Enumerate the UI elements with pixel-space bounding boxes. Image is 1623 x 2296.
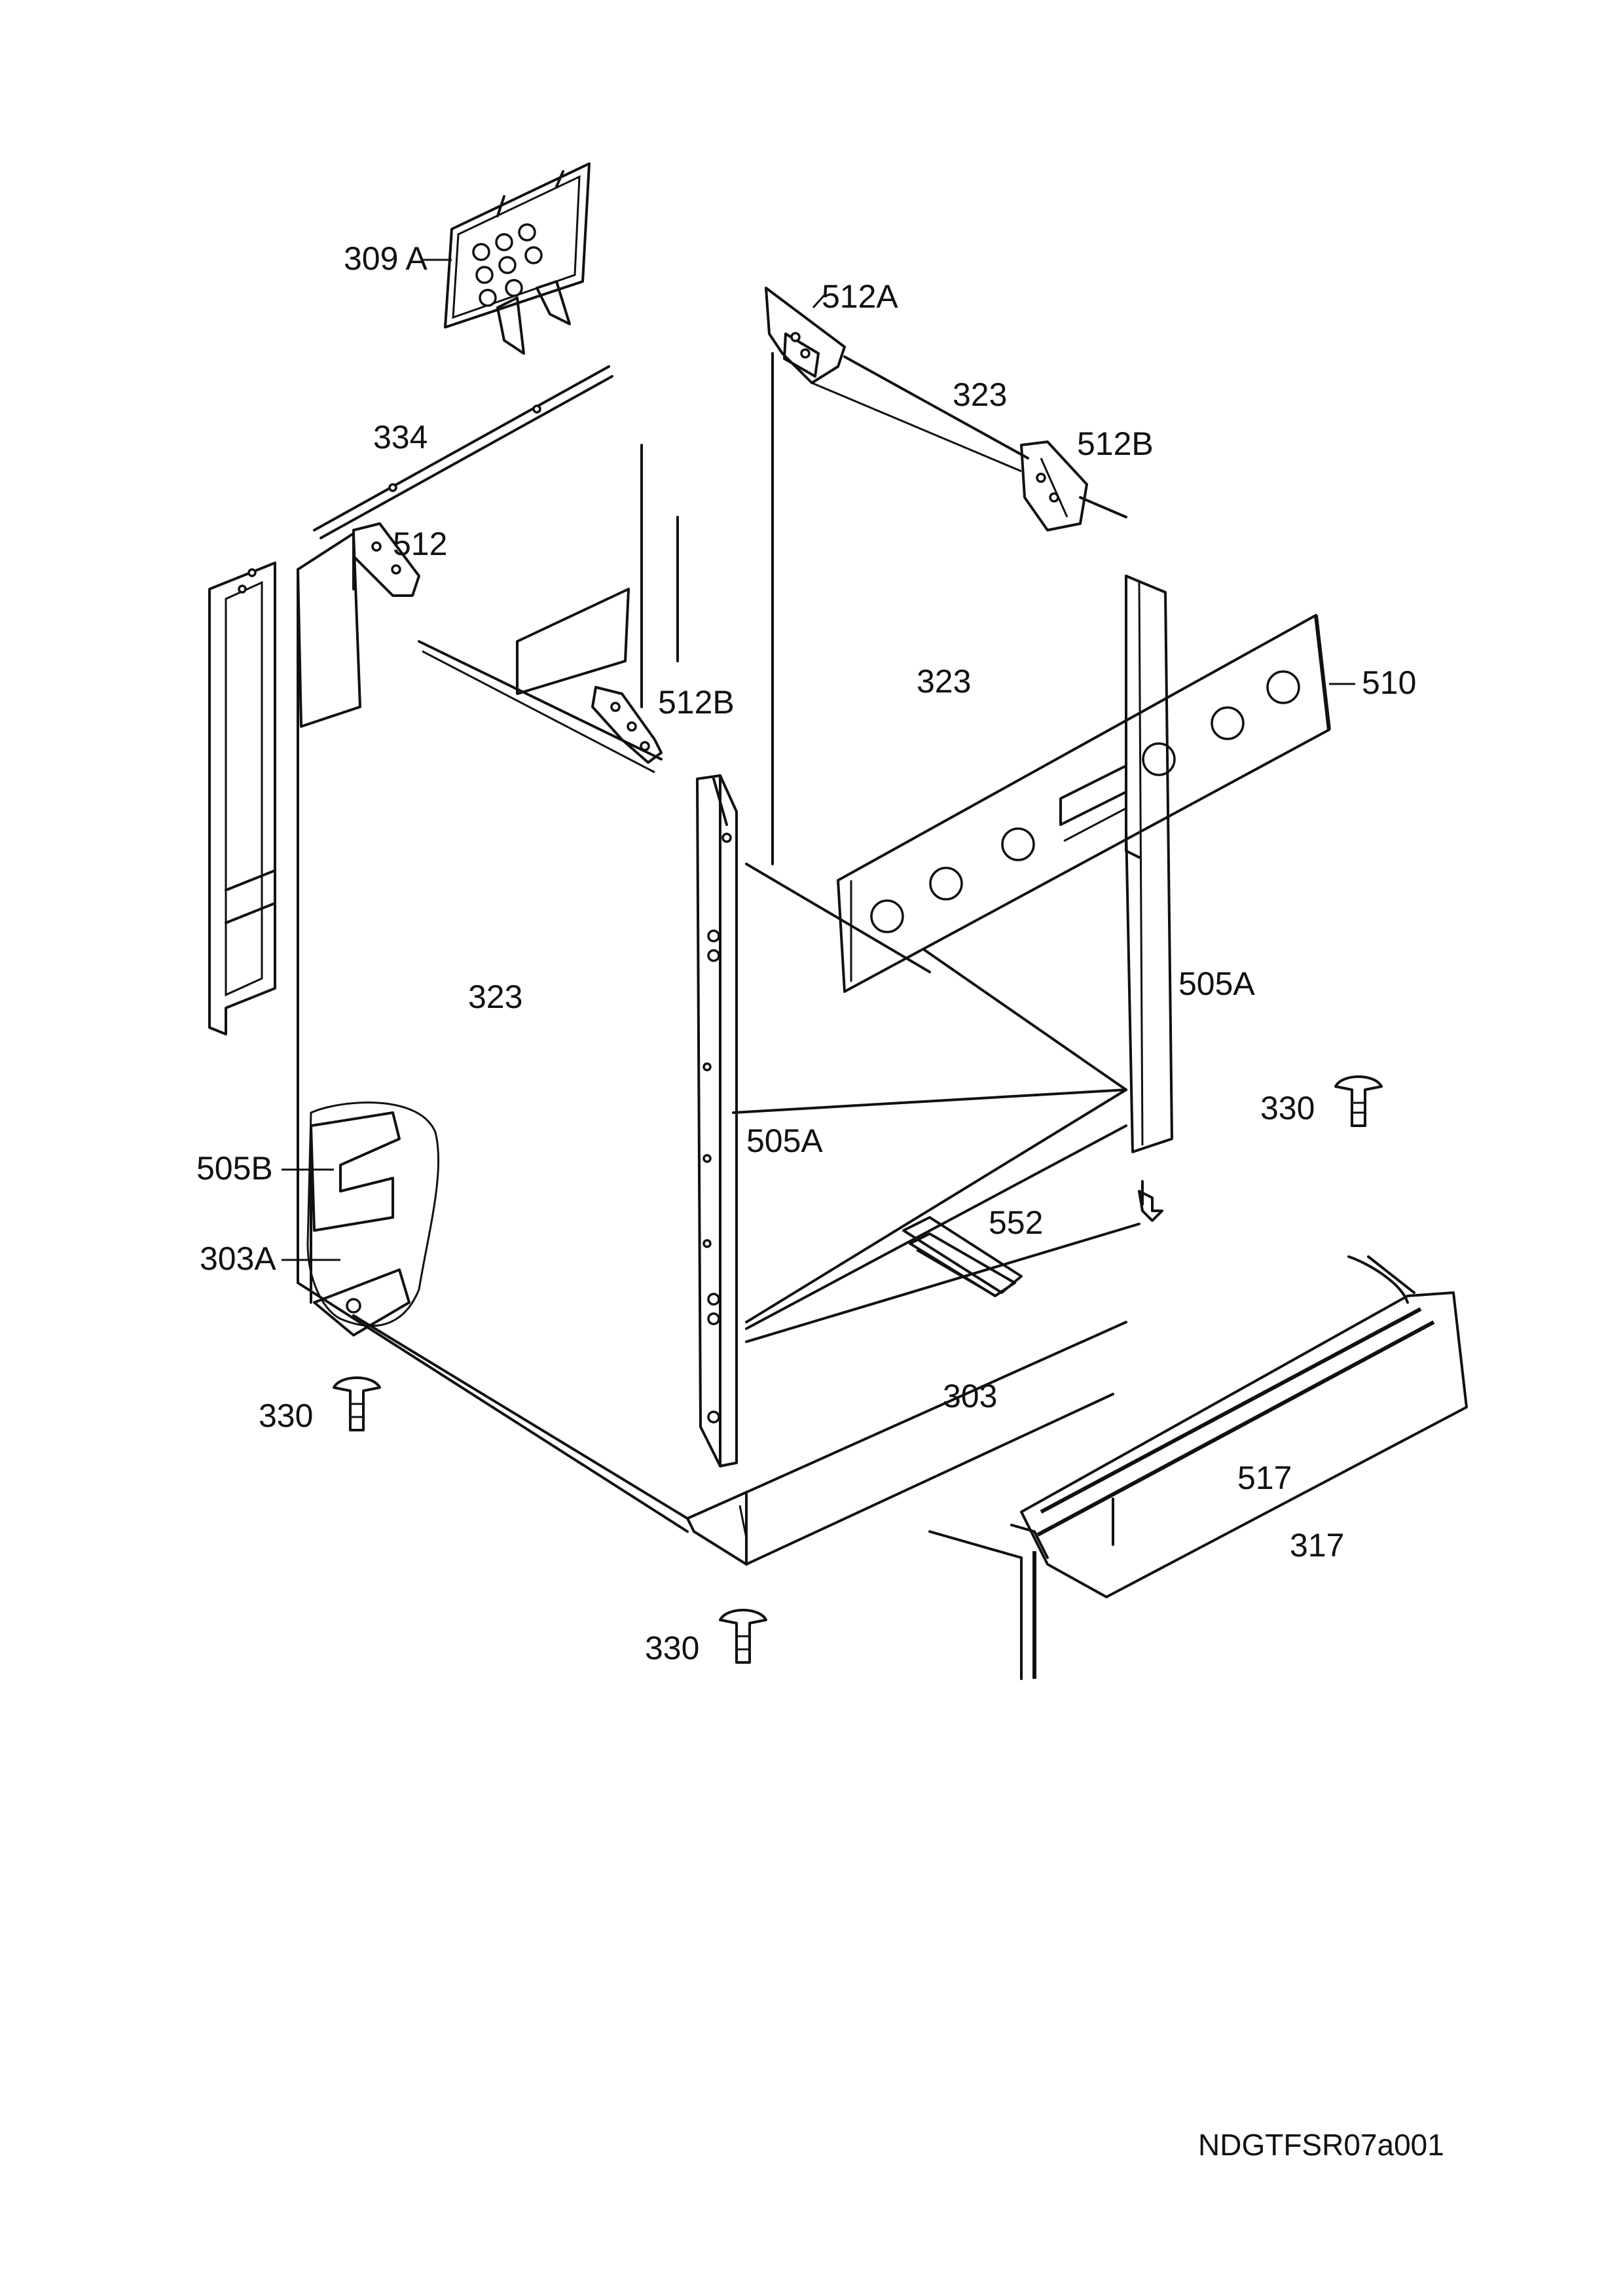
part-334-rail [313, 365, 613, 539]
part-303-base [297, 1282, 1127, 1566]
label-517: 517 [1237, 1460, 1292, 1496]
label-330-right: 330 [1260, 1090, 1315, 1126]
part-510-control-panel [837, 614, 1355, 993]
label-330-left: 330 [259, 1397, 313, 1434]
part-309a-plate [422, 162, 591, 355]
label-505a-mid: 505A [746, 1122, 823, 1159]
label-512a: 512A [822, 278, 898, 315]
part-512-hinge [352, 522, 420, 597]
label-512b-mid: 512B [658, 684, 735, 721]
label-505b: 505B [196, 1150, 273, 1187]
part-512a-hinge [765, 287, 846, 384]
part-323-side-panel [297, 444, 728, 1284]
label-512: 512 [393, 526, 447, 562]
part-517-317-drawer [928, 1255, 1468, 1680]
part-330-foot-left [333, 1376, 381, 1431]
part-512b-mid-hinge [591, 686, 663, 764]
cabinet-interior [732, 948, 1140, 1343]
label-334: 334 [373, 419, 428, 456]
label-323-back: 323 [917, 663, 971, 700]
label-552: 552 [989, 1204, 1043, 1241]
back-top-edge-inner [811, 382, 1022, 473]
part-330-foot-bottom [719, 1609, 767, 1664]
part-left-upright [208, 562, 276, 1035]
label-505a-right: 505A [1178, 965, 1255, 1002]
label-510: 510 [1362, 664, 1416, 701]
part-552-bracket [902, 1216, 1023, 1297]
part-330-foot-right [1334, 1075, 1383, 1127]
part-512b-top-hinge [1020, 440, 1127, 531]
label-303: 303 [943, 1378, 997, 1414]
label-330-bottom: 330 [645, 1630, 699, 1666]
part-505b-303a-bracket [282, 1102, 440, 1336]
label-512b-top: 512B [1077, 425, 1154, 462]
label-323-side: 323 [468, 978, 522, 1015]
label-303a: 303A [200, 1240, 276, 1277]
part-505a-front-post [696, 774, 738, 1467]
back-top-edge [843, 355, 1029, 459]
label-309a: 309 A [344, 240, 428, 277]
label-323-top: 323 [953, 376, 1007, 413]
label-317: 317 [1290, 1527, 1344, 1564]
document-code: NDGTFSR07a001 [1198, 2128, 1444, 2162]
part-505a-right-upright [1125, 575, 1173, 1222]
